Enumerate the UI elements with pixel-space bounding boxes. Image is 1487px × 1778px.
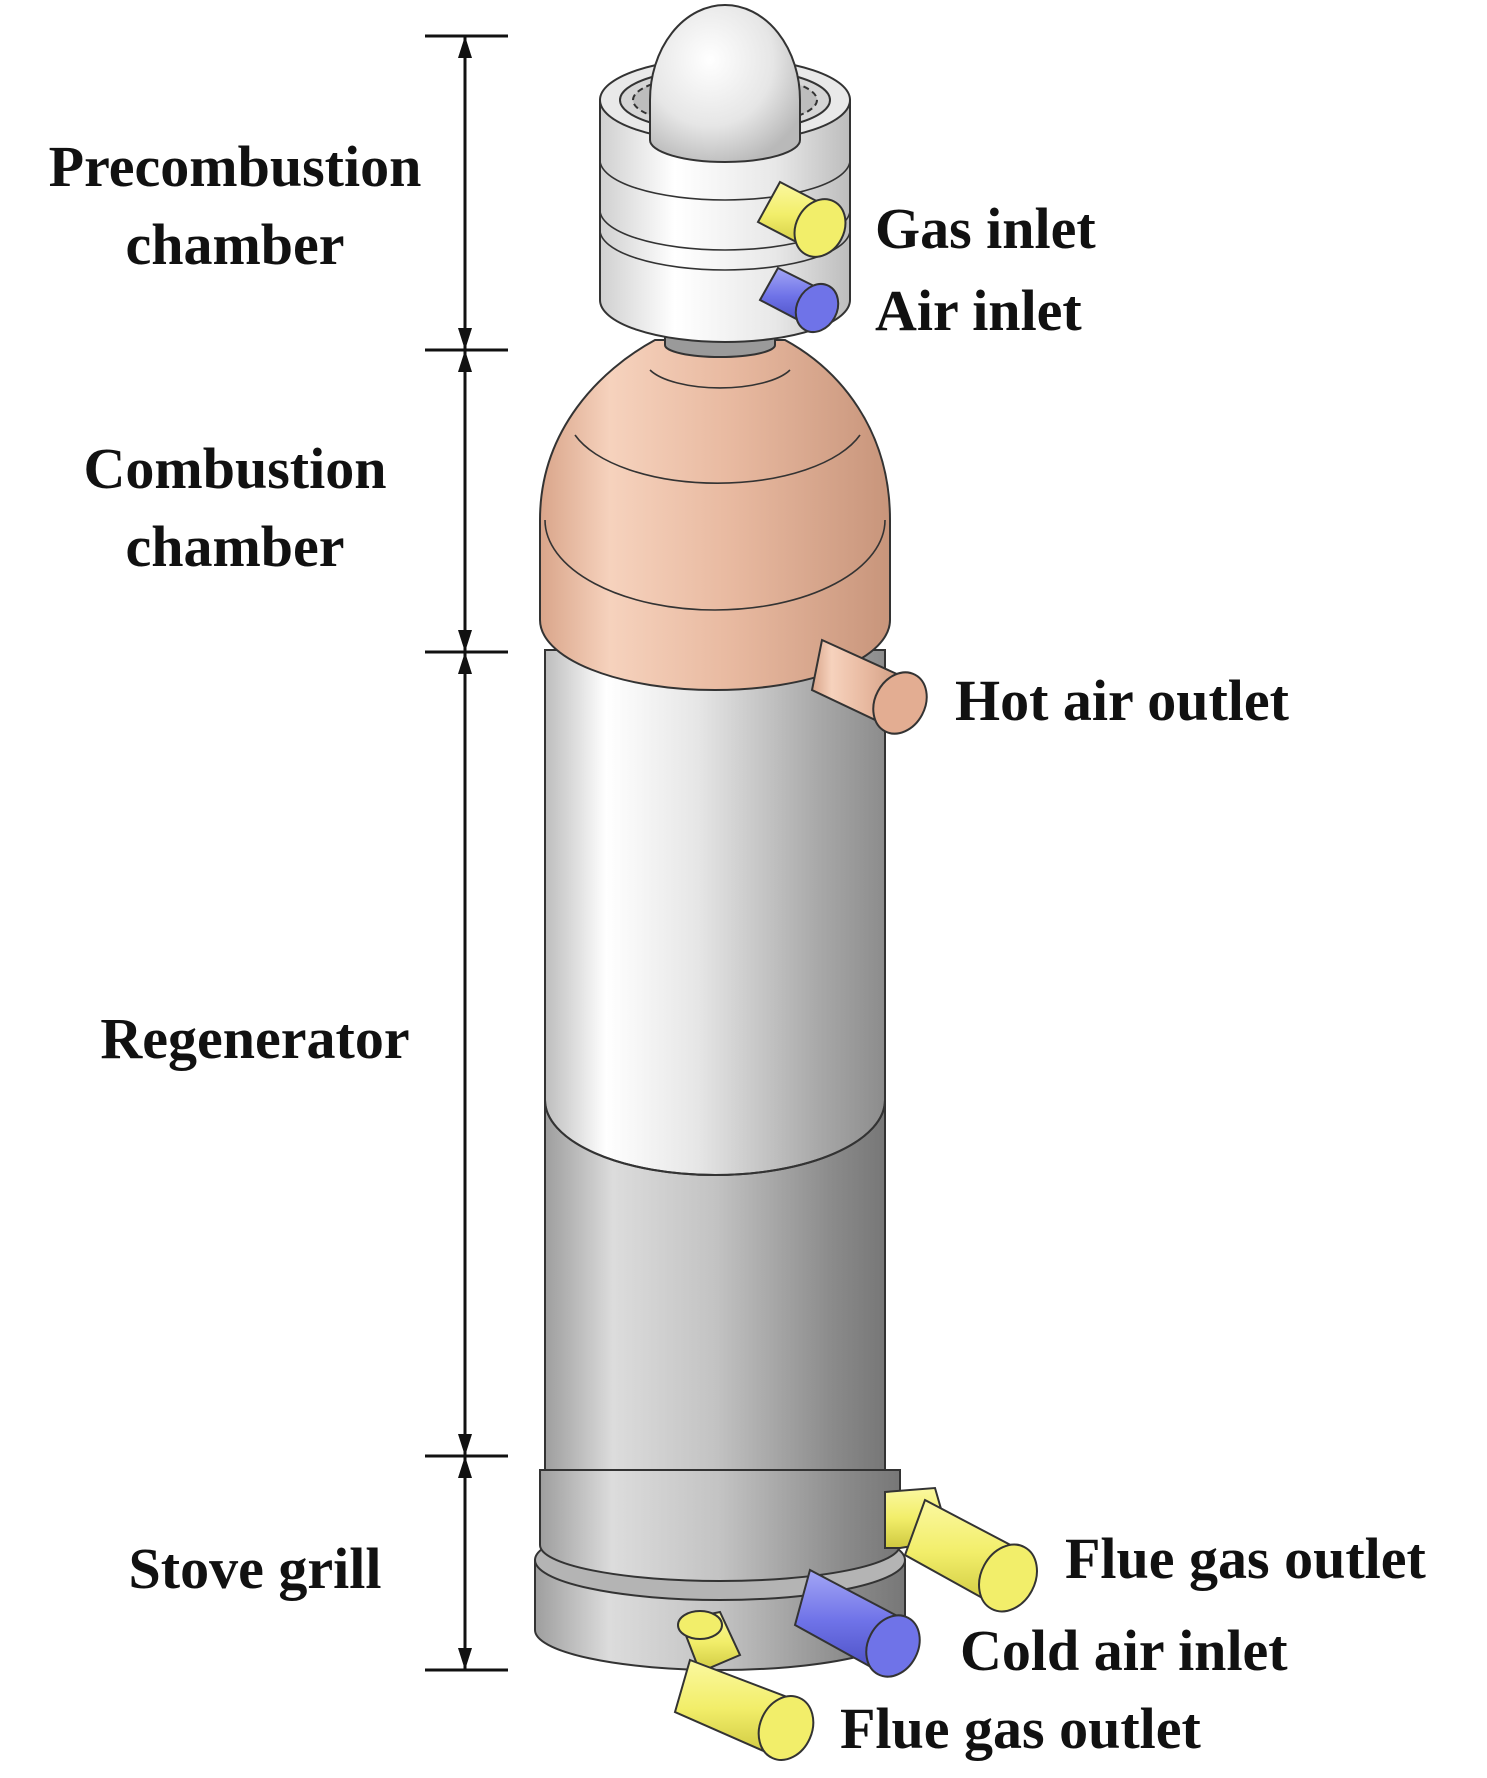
gas-inlet-pipe — [756, 180, 847, 258]
label-flue-gas-outlet-right: Flue gas outlet — [1065, 1526, 1426, 1591]
label-precombustion-chamber: Precombustion chamber — [48, 134, 422, 277]
label-air-inlet: Air inlet — [875, 278, 1082, 343]
regenerator-cylinder — [544, 649, 886, 1471]
dimension-arrowheads — [458, 36, 472, 1670]
label-flue-gas-outlet-bottom: Flue gas outlet — [840, 1696, 1201, 1761]
flue-gas-outlet-bottom-pipe — [673, 1610, 815, 1761]
dimension-line — [425, 34, 508, 1672]
combustion-chamber-body — [539, 339, 891, 691]
label-hot-air-outlet: Hot air outlet — [955, 668, 1289, 733]
label-cold-air-inlet: Cold air inlet — [960, 1618, 1288, 1683]
label-gas-inlet: Gas inlet — [875, 196, 1096, 261]
label-regenerator: Regenerator — [100, 1006, 410, 1071]
flue-gas-outlet-right-pipe — [884, 1486, 1038, 1613]
cold-air-inlet-pipe — [793, 1568, 921, 1678]
label-combustion-chamber: Combustion chamber — [83, 436, 387, 579]
air-inlet-pipe — [758, 266, 840, 333]
label-stove-grill: Stove grill — [128, 1536, 382, 1601]
hot-air-outlet-pipe — [810, 638, 928, 735]
